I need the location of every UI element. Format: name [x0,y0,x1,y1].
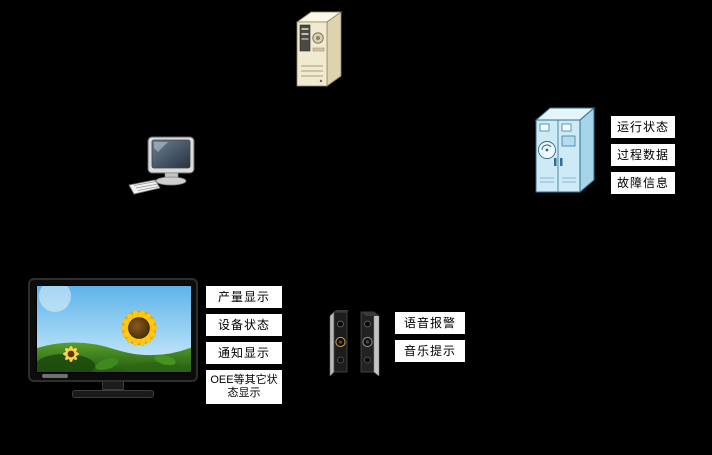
tv-stand-base [72,390,154,398]
desktop-computer-icon [128,136,195,195]
tv-label-output-display: 产量显示 [205,285,283,309]
tv-label-equipment-status: 设备状态 [205,313,283,337]
speakers-icon-graphic [329,310,380,377]
tv-label-oee-status: OEE等其它状态显示 [205,369,283,405]
computer-icon [128,136,198,198]
speaker-label-voice-alarm: 语音报警 [394,311,466,335]
machine-label-running-status: 运行状态 [610,115,676,139]
speaker-label-music-prompt: 音乐提示 [394,339,466,363]
tv-brand-logo [42,374,68,378]
industrial-machine-icon [534,106,596,194]
tv-frame [28,278,198,382]
server-icon [289,8,347,88]
machine-label-process-data: 过程数据 [610,143,676,167]
sunflower-image [37,286,191,372]
speakers-icon [328,308,386,378]
machine-label-fault-info: 故障信息 [610,171,676,195]
tv-screen [36,285,192,373]
server-tower-icon [295,11,343,87]
tv-display [28,278,198,398]
machine-icon [532,102,600,200]
tv-label-notice-display: 通知显示 [205,341,283,365]
tv-stand-neck [102,382,124,390]
